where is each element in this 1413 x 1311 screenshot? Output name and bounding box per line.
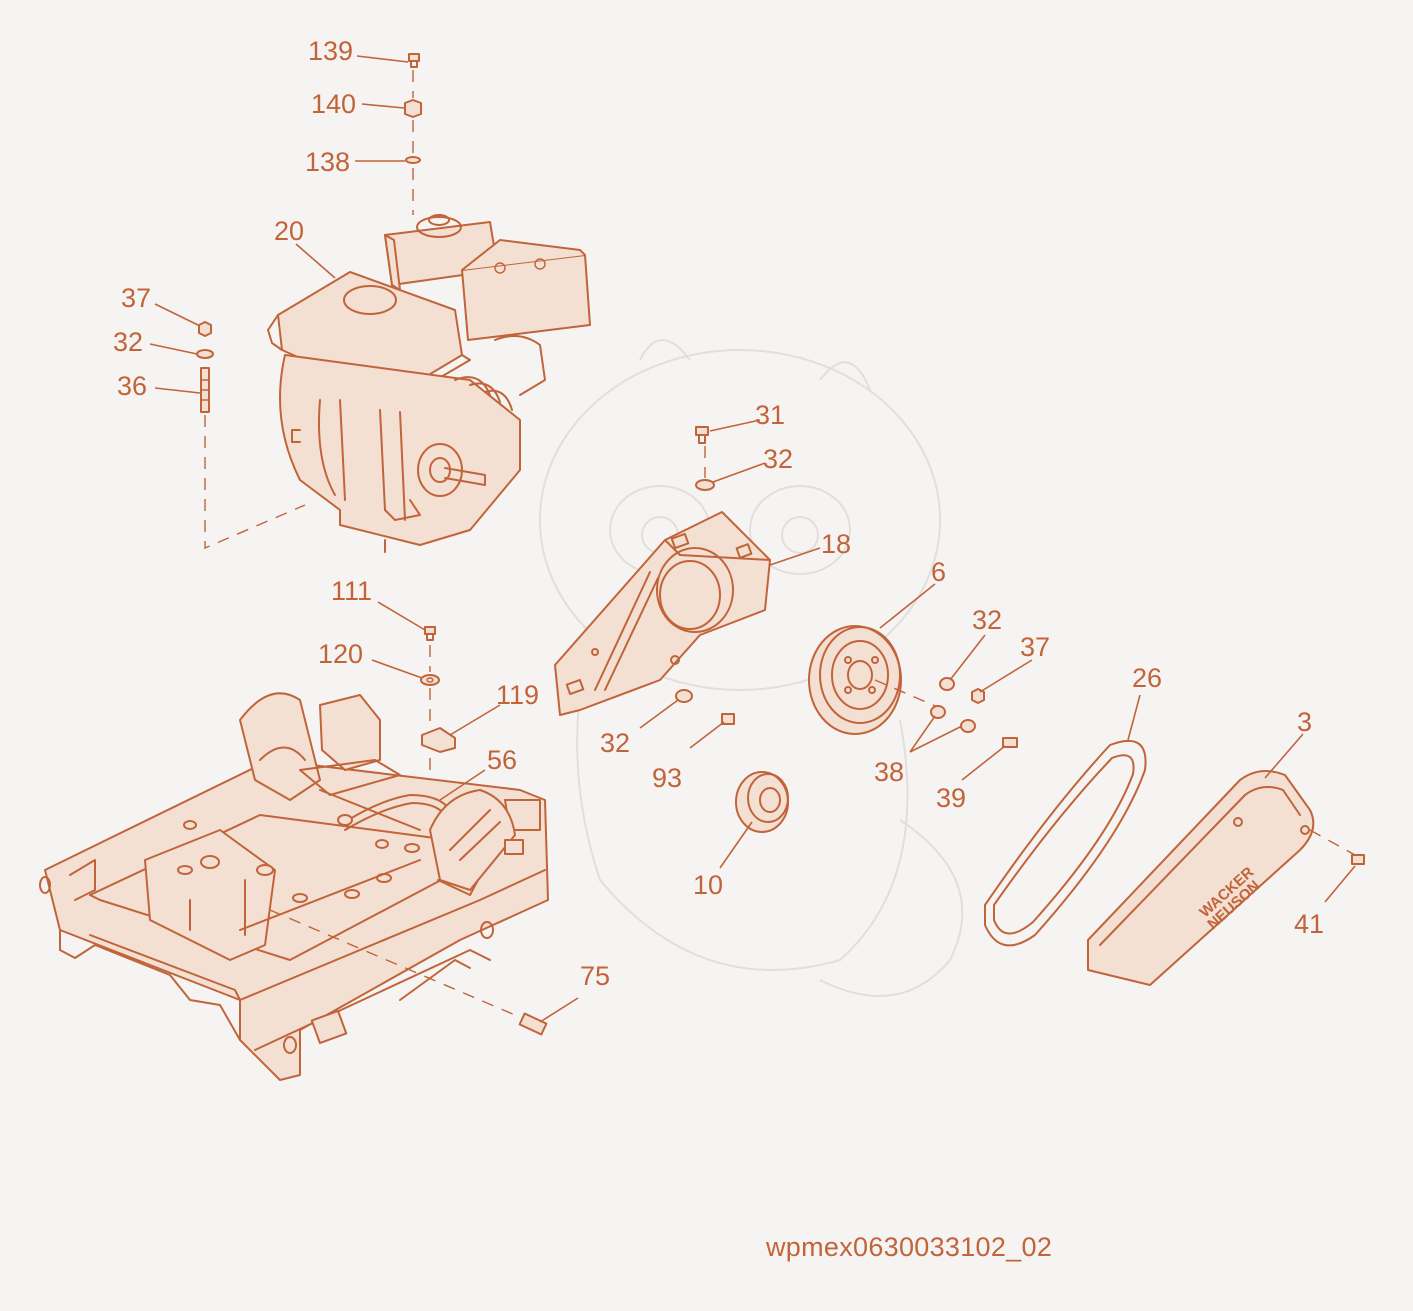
- leader-lines: [149, 55, 1356, 1023]
- bolt-111: [424, 626, 436, 641]
- label-31: 31: [755, 400, 785, 430]
- label-20: 20: [274, 216, 304, 246]
- washer-120: [420, 674, 440, 686]
- label-119: 119: [496, 680, 539, 710]
- exciter-pulley-10: [735, 771, 789, 833]
- bolt-41: [1351, 854, 1365, 865]
- belt-guard-cover-3: WACKER NEUSON: [1087, 770, 1315, 986]
- label-56: 56: [487, 745, 517, 775]
- label-3: 3: [1297, 707, 1312, 737]
- washer-32-left: [196, 349, 214, 359]
- callout-labels: 139 140 138 20 37 32 36 31 32 18 6 32 37…: [113, 36, 1324, 991]
- label-26: 26: [1132, 663, 1162, 693]
- washer-32-right: [939, 677, 955, 691]
- washer-138: [405, 156, 421, 164]
- pin-75: [518, 1012, 548, 1036]
- label-32-lower: 32: [600, 728, 630, 758]
- label-39: 39: [936, 783, 966, 813]
- hose-56: [337, 794, 451, 831]
- washer-32-upper: [695, 479, 715, 491]
- clutch-pulley-6: [808, 625, 902, 735]
- stud-36: [200, 367, 210, 413]
- v-belt-26: [984, 740, 1147, 947]
- bolt-31: [695, 426, 709, 444]
- label-32-upper: 32: [763, 444, 793, 474]
- drawing-number: wpmex0630033102_02: [766, 1232, 1053, 1262]
- label-32-left: 32: [113, 327, 143, 357]
- label-111: 111: [331, 576, 372, 606]
- washers-38: [930, 705, 976, 733]
- label-37-left: 37: [121, 283, 151, 313]
- bolt-39: [1002, 737, 1018, 748]
- washer-32-lower: [675, 689, 693, 703]
- belt-guard-back-18: [554, 511, 771, 716]
- nut-37-left: [198, 321, 212, 337]
- label-18: 18: [821, 529, 851, 559]
- base-plate: [39, 692, 549, 1081]
- label-41: 41: [1294, 909, 1324, 939]
- label-38: 38: [874, 757, 904, 787]
- nut-37-right: [971, 688, 985, 704]
- nut-140: [404, 99, 422, 118]
- label-37-right: 37: [1020, 632, 1050, 662]
- label-120: 120: [318, 639, 363, 669]
- label-36: 36: [117, 371, 147, 401]
- pulley-support-bracket: [429, 789, 524, 896]
- clamp-119: [421, 727, 456, 753]
- label-140: 140: [311, 89, 356, 119]
- label-138: 138: [305, 147, 350, 177]
- label-32-right: 32: [972, 605, 1002, 635]
- bolt-139: [408, 53, 420, 68]
- label-93: 93: [652, 763, 682, 793]
- engine-part-20: [267, 214, 591, 553]
- label-139: 139: [308, 36, 353, 66]
- label-6: 6: [931, 557, 946, 587]
- label-75: 75: [580, 961, 610, 991]
- bolt-93: [721, 713, 735, 725]
- label-10: 10: [693, 870, 723, 900]
